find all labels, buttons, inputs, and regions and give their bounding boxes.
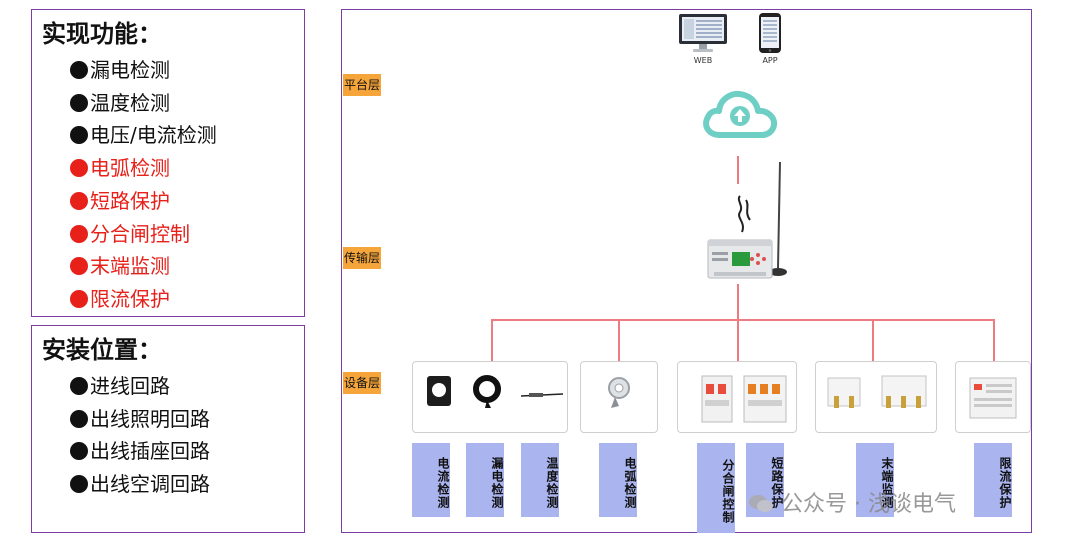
features-title: 实现功能： <box>42 20 162 48</box>
label-current-detect: 电流检测 <box>412 443 450 517</box>
layer-tag-device: 设备层 <box>343 372 381 394</box>
label-short-circuit: 短路保护 <box>746 443 784 517</box>
install-item-text: 出线照明回路 <box>90 406 210 431</box>
feature-item: 限流保护 <box>70 283 170 312</box>
sensor-group-box <box>412 361 568 433</box>
arc-detector-icon <box>608 377 630 408</box>
label-leakage-detect: 漏电检测 <box>466 443 504 517</box>
install-item: 进线回路 <box>70 370 170 399</box>
layer-tag-platform: 平台层 <box>343 74 381 96</box>
bullet-icon <box>70 159 88 178</box>
drop-line-1 <box>491 319 493 361</box>
terminal-monitor-icons <box>827 375 927 408</box>
arc-detector-box <box>580 361 658 433</box>
label-current-limit: 限流保护 <box>974 443 1012 517</box>
drop-line-2 <box>618 319 620 361</box>
bullet-icon <box>70 191 88 210</box>
bullet-icon <box>70 409 88 428</box>
current-limiter-box <box>955 361 1031 433</box>
feature-item-text: 温度检测 <box>90 90 170 115</box>
smart-breaker-icons <box>701 375 787 423</box>
feature-item: 末端监测 <box>70 250 170 279</box>
app-label: APP <box>762 56 778 65</box>
web-label: WEB <box>693 56 713 65</box>
current-sensor-icons <box>427 375 564 408</box>
install-item-text: 进线回路 <box>90 374 170 398</box>
gateway-device-icon <box>700 160 790 284</box>
label-arc-detect: 电弧检测 <box>599 443 637 517</box>
bullet-icon <box>70 289 88 308</box>
bus-line <box>491 319 994 321</box>
install-item-text: 出线空调回路 <box>90 471 210 496</box>
install-item-text: 出线插座回路 <box>90 439 210 463</box>
bullet-icon <box>70 93 88 112</box>
cloud-upload-icon <box>700 85 780 141</box>
feature-item: 短路保护 <box>70 185 170 214</box>
bullet-icon <box>70 224 88 243</box>
bullet-icon <box>70 257 88 276</box>
install-item: 出线插座回路 <box>70 435 210 464</box>
bullet-icon <box>70 377 88 395</box>
current-limiter-icon <box>969 377 1017 419</box>
features-panel: 实现功能： 漏电检测温度检测电压/电流检测电弧检测短路保护分合闸控制末端监测限流… <box>31 9 305 317</box>
uplink-line <box>737 156 739 184</box>
drop-line-5 <box>993 319 995 361</box>
terminal-monitor-box <box>815 361 937 433</box>
downlink-line <box>737 284 739 320</box>
feature-item: 分合闸控制 <box>70 218 190 247</box>
phone-icon <box>758 12 782 54</box>
feature-item-text: 末端监测 <box>90 254 170 279</box>
install-item: 出线照明回路 <box>70 403 210 432</box>
feature-item-text: 分合闸控制 <box>90 221 190 246</box>
drop-line-3 <box>737 319 739 361</box>
install-item: 出线空调回路 <box>70 468 210 497</box>
bullet-icon <box>70 126 88 145</box>
layer-tag-transport: 传输层 <box>343 247 381 269</box>
watermark: 公众号 · 浅谈电气 <box>748 486 956 518</box>
feature-item-text: 漏电检测 <box>90 58 170 82</box>
feature-item-text: 电压/电流检测 <box>90 123 217 148</box>
install-panel: 安装位置： 进线回路出线照明回路出线插座回路出线空调回路 <box>31 325 305 533</box>
breaker-box <box>677 361 797 433</box>
feature-item: 漏电检测 <box>70 54 170 83</box>
install-title: 安装位置： <box>42 336 162 364</box>
bullet-icon <box>70 442 88 460</box>
label-terminal-monitor: 末端监测 <box>856 443 894 517</box>
label-switch-control: 分合闸控制 <box>697 443 735 533</box>
watermark-text: 公众号 · 浅谈电气 <box>781 492 956 517</box>
monitor-icon <box>678 13 728 53</box>
feature-item: 电弧检测 <box>70 152 170 181</box>
feature-item-text: 限流保护 <box>90 286 170 311</box>
feature-item-text: 短路保护 <box>90 188 170 213</box>
feature-item: 电压/电流检测 <box>70 119 217 148</box>
feature-item-text: 电弧检测 <box>90 156 170 181</box>
bullet-icon <box>70 61 88 79</box>
label-temperature-detect: 温度检测 <box>521 443 559 517</box>
bullet-icon <box>70 474 88 493</box>
drop-line-4 <box>872 319 874 361</box>
feature-item: 温度检测 <box>70 87 170 116</box>
architecture-diagram <box>341 9 1032 533</box>
wechat-icon <box>748 493 774 515</box>
